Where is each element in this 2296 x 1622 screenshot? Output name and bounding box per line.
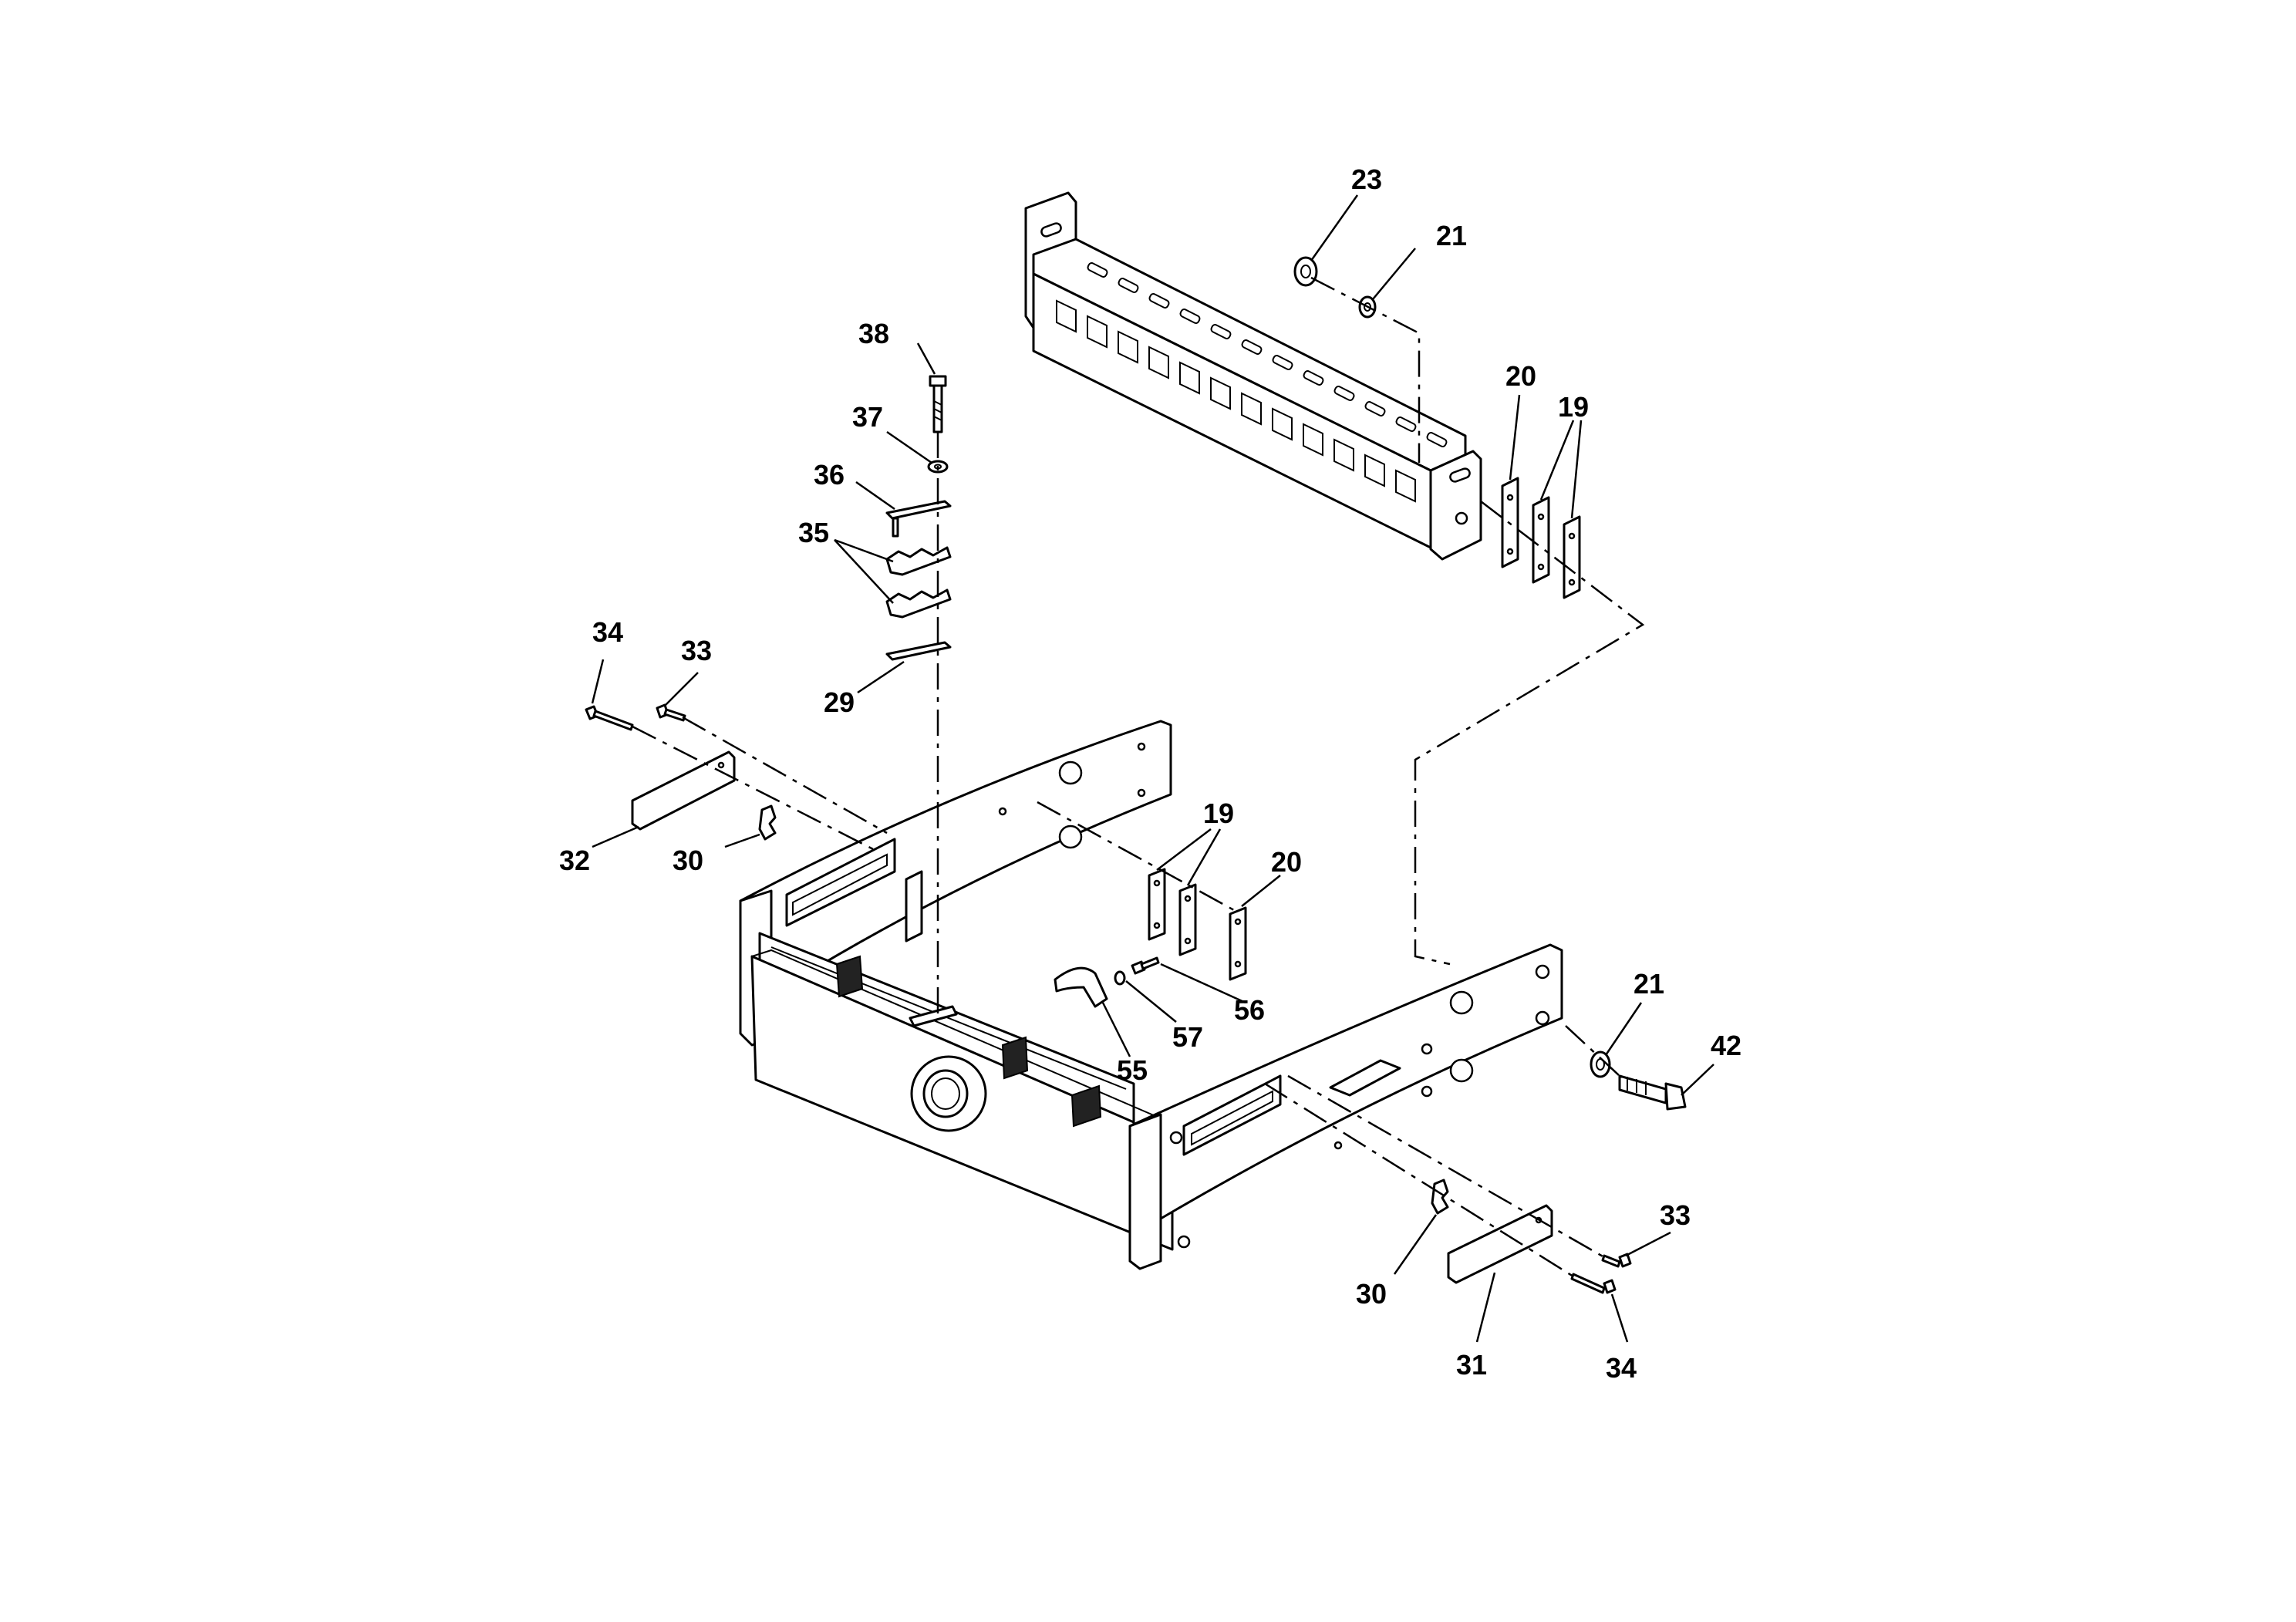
callout-21-right: 21 bbox=[1633, 968, 1664, 1000]
cover-55 bbox=[1054, 966, 1108, 1008]
washer-21-top bbox=[1358, 295, 1377, 319]
bolt-42 bbox=[1618, 1074, 1687, 1111]
callout-55: 55 bbox=[1117, 1054, 1148, 1086]
bolt-33-left bbox=[656, 703, 686, 722]
bolt-34-right bbox=[1570, 1273, 1617, 1294]
washer-57 bbox=[1114, 970, 1126, 986]
assembly-lines bbox=[632, 276, 1645, 1278]
callout-36: 36 bbox=[814, 459, 845, 491]
bolt-34-left bbox=[585, 705, 634, 731]
callout-42: 42 bbox=[1711, 1030, 1741, 1061]
clip-30-left bbox=[758, 804, 777, 841]
washer-37 bbox=[927, 460, 949, 474]
shims-mid bbox=[1148, 868, 1247, 981]
callout-34-right: 34 bbox=[1606, 1352, 1637, 1384]
callout-56: 56 bbox=[1234, 994, 1265, 1026]
shims-top bbox=[1501, 477, 1581, 599]
callout-34-left: 34 bbox=[592, 616, 623, 648]
callout-38: 38 bbox=[858, 318, 889, 349]
callout-29: 29 bbox=[824, 686, 855, 718]
callout-19-mid: 19 bbox=[1203, 798, 1234, 829]
upper-rail bbox=[1024, 191, 1482, 561]
callout-32: 32 bbox=[559, 845, 590, 876]
leader-lines bbox=[591, 194, 1714, 1343]
plate-29 bbox=[885, 641, 952, 661]
screw-56 bbox=[1131, 956, 1160, 975]
nut-23 bbox=[1293, 256, 1318, 287]
clamp-35-lower bbox=[885, 588, 952, 619]
callout-30-left: 30 bbox=[673, 845, 703, 876]
callout-31: 31 bbox=[1456, 1349, 1487, 1381]
callout-20-mid: 20 bbox=[1271, 846, 1302, 878]
callout-33-left: 33 bbox=[681, 635, 712, 666]
callout-57: 57 bbox=[1172, 1021, 1203, 1053]
callout-37: 37 bbox=[852, 401, 883, 433]
main-frame bbox=[739, 720, 1563, 1270]
callout-21-top: 21 bbox=[1436, 220, 1467, 251]
bolt-33-right bbox=[1601, 1253, 1632, 1268]
callout-35: 35 bbox=[798, 517, 829, 548]
callout-labels: 23 21 20 19 38 37 36 35 29 34 33 32 30 1… bbox=[559, 164, 1741, 1384]
rail-slots-top bbox=[1087, 262, 1448, 447]
callout-33-right: 33 bbox=[1660, 1199, 1691, 1231]
plate-32 bbox=[631, 750, 736, 831]
callout-19-top: 19 bbox=[1558, 391, 1589, 423]
rail-pockets-front bbox=[1056, 299, 1416, 503]
plate-36 bbox=[885, 500, 952, 538]
callout-23: 23 bbox=[1351, 164, 1382, 195]
callout-30-right: 30 bbox=[1356, 1278, 1387, 1310]
bolt-38 bbox=[929, 375, 947, 433]
callout-20-top: 20 bbox=[1505, 360, 1536, 392]
clip-30-right bbox=[1431, 1179, 1449, 1215]
plate-31 bbox=[1447, 1204, 1553, 1284]
clamp-35-upper bbox=[885, 546, 952, 576]
